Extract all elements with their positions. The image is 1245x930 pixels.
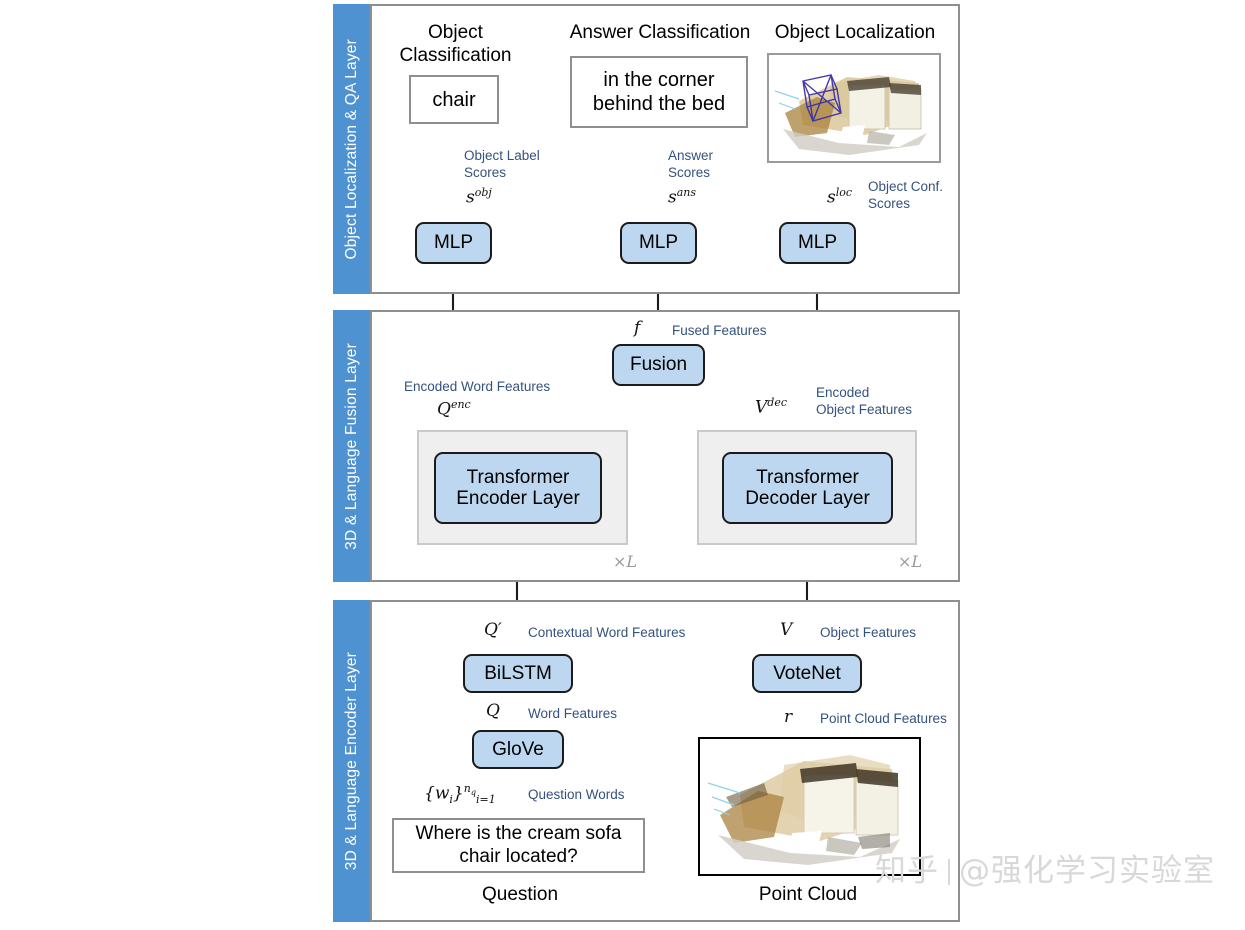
label-repeat-encoder: ×L <box>613 552 638 571</box>
output-answer-box: in the corner behind the bed <box>570 56 748 128</box>
node-mlp-answer-label: MLP <box>638 232 679 254</box>
layer-bar-qa: Object Localization & QA Layer <box>333 4 370 294</box>
label-object-label-scores: Object Label Scores <box>464 148 540 181</box>
title-object-classification: Object Classification <box>399 22 512 66</box>
symbol-r: r <box>784 707 793 727</box>
watermark-divider <box>948 859 950 885</box>
caption-point-cloud: Point Cloud <box>758 884 858 905</box>
question-text-box: Where is the cream sofa chair located? <box>392 818 645 873</box>
label-word-features: Word Features <box>528 706 618 721</box>
node-mlp-object-label: MLP <box>433 232 474 254</box>
symbol-v-dec: Vdec <box>755 396 787 418</box>
caption-question: Question <box>481 884 559 905</box>
layer-bar-encoder-label: 3D & Language Encoder Layer <box>342 651 360 871</box>
symbol-question-words: {wi}nqi=1 <box>424 782 496 807</box>
pointcloud-localization-image <box>767 53 941 163</box>
pointcloud-scene-image <box>698 737 921 876</box>
output-chair-text: chair <box>432 88 476 111</box>
symbol-s-loc: sloc <box>827 186 853 208</box>
node-mlp-answer[interactable]: MLP <box>620 222 697 264</box>
watermark-handle: @强化学习实验室 <box>959 853 1215 889</box>
title-object-localization: Object Localization <box>774 22 936 43</box>
symbol-s-ans: sans <box>668 186 697 208</box>
node-mlp-localization-label: MLP <box>797 232 838 254</box>
symbol-f: f <box>634 318 641 338</box>
layer-bar-qa-label: Object Localization & QA Layer <box>342 38 360 260</box>
label-encoded-word-features: Encoded Word Features <box>404 379 551 394</box>
node-mlp-object[interactable]: MLP <box>415 222 492 264</box>
output-answer-text: in the corner behind the bed <box>592 69 726 115</box>
output-chair-box: chair <box>409 75 499 124</box>
layer-bar-fusion-label: 3D & Language Fusion Layer <box>342 342 360 550</box>
node-bilstm-label: BiLSTM <box>484 662 552 684</box>
label-contextual-word-features: Contextual Word Features <box>528 625 686 640</box>
label-object-features: Object Features <box>820 625 917 640</box>
symbol-v: V <box>780 620 793 640</box>
label-answer-scores: Answer Scores <box>668 148 714 181</box>
node-transformer-decoder-label: Transformer Decoder Layer <box>745 466 870 509</box>
layer-bar-encoder: 3D & Language Encoder Layer <box>333 600 370 922</box>
label-repeat-decoder: ×L <box>898 552 923 571</box>
node-transformer-encoder-label: Transformer Encoder Layer <box>456 466 580 509</box>
question-text: Where is the cream sofa chair located? <box>415 822 622 867</box>
layer-bar-fusion: 3D & Language Fusion Layer <box>333 310 370 582</box>
watermark: 知乎 @强化学习实验室 <box>875 845 1215 890</box>
node-mlp-localization[interactable]: MLP <box>779 222 856 264</box>
label-object-conf-scores: Object Conf. Scores <box>868 179 944 212</box>
node-votenet-label: VoteNet <box>773 662 841 684</box>
label-question-words: Question Words <box>528 787 625 802</box>
symbol-q: Q <box>486 701 500 721</box>
title-answer-classification: Answer Classification <box>569 22 751 43</box>
symbol-q-enc: Qenc <box>437 398 471 420</box>
node-fusion[interactable]: Fusion <box>612 344 705 386</box>
label-encoded-object-features: Encoded Object Features <box>816 385 913 418</box>
node-fusion-label: Fusion <box>629 354 688 376</box>
label-fused-features: Fused Features <box>672 323 767 338</box>
label-point-cloud-features: Point Cloud Features <box>820 711 947 726</box>
node-votenet[interactable]: VoteNet <box>752 654 862 693</box>
node-transformer-decoder[interactable]: Transformer Decoder Layer <box>722 452 893 524</box>
node-glove[interactable]: GloVe <box>472 730 564 769</box>
node-bilstm[interactable]: BiLSTM <box>463 654 573 693</box>
node-transformer-encoder[interactable]: Transformer Encoder Layer <box>434 452 602 524</box>
node-glove-label: GloVe <box>492 738 544 760</box>
symbol-s-obj: sobj <box>466 186 492 208</box>
symbol-q-prime: Q′ <box>484 620 502 640</box>
watermark-logo: 知乎 <box>875 853 939 889</box>
